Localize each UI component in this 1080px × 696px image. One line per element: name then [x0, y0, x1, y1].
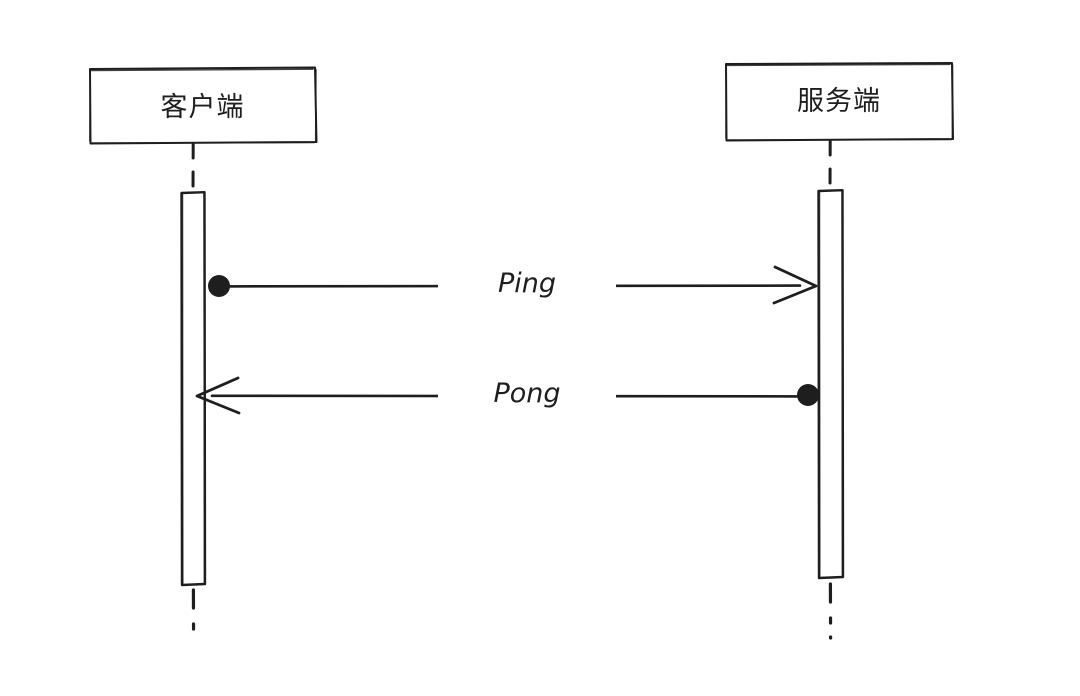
participant-client-label: 客户端: [160, 92, 245, 123]
message-pong-origin-dot: [797, 384, 819, 406]
message-ping-label: Ping: [438, 270, 616, 297]
message-ping-origin-dot: [208, 275, 230, 297]
message-ping-arrowhead: [772, 265, 818, 305]
participant-server-box-sketch: [725, 63, 954, 141]
participant-server-label: 服务端: [797, 86, 881, 117]
server-activation-bar[interactable]: [817, 189, 845, 580]
client-activation-bar-sketch: [181, 192, 205, 585]
participant-client[interactable]: [89, 66, 318, 644]
participant-client-box-sketch: [89, 68, 317, 144]
client-activation-bar[interactable]: [180, 191, 207, 587]
server-activation-bar-sketch: [818, 190, 843, 578]
message-pong-arrowhead: [195, 376, 241, 415]
message-pong-label: Pong: [438, 380, 616, 407]
participant-server[interactable]: [725, 62, 954, 640]
